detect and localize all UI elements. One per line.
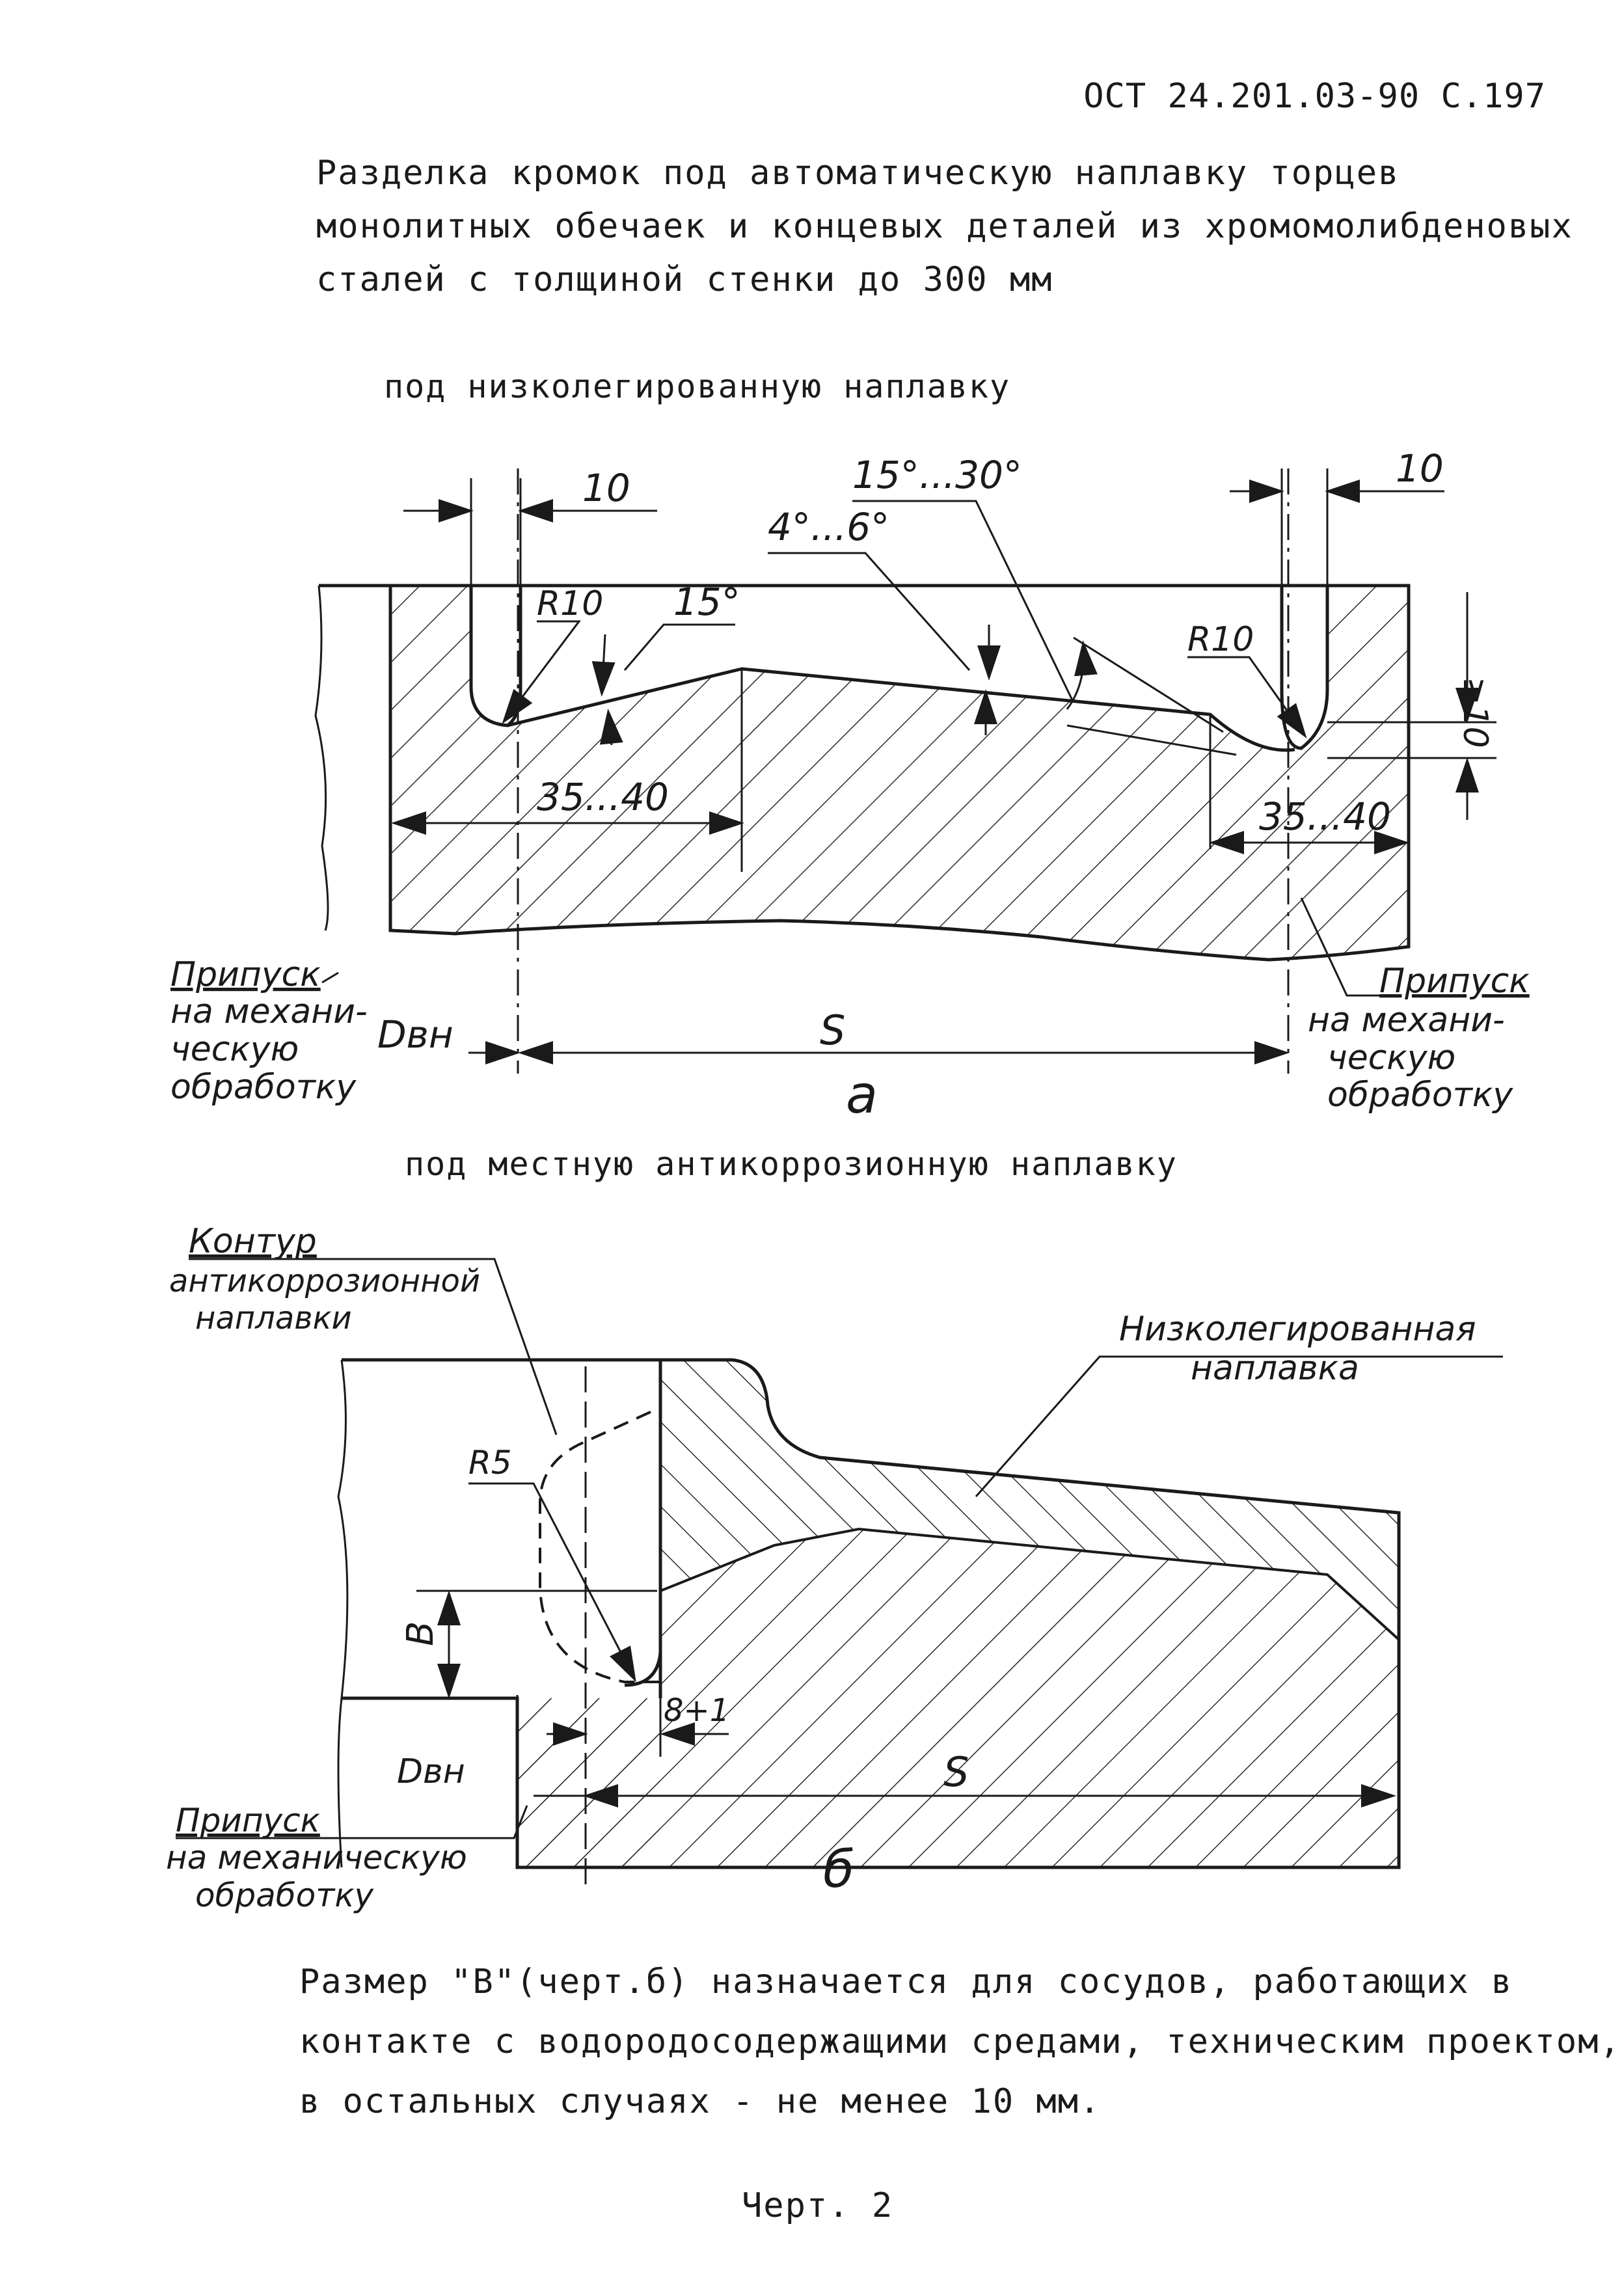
- allowance-left-line-2: на механи-: [170, 992, 368, 1031]
- low-alloy-boundary: [660, 1527, 1400, 1641]
- note: Размер "В"(черт.б) назначается для сосуд…: [299, 1952, 1621, 2132]
- low-alloy-leader: [975, 1355, 1503, 1497]
- figure-caption: Черт. 2: [742, 2186, 894, 2225]
- dim-35-40-right-label: 35...40: [1259, 794, 1391, 839]
- groove-left: [469, 586, 522, 727]
- allowance-b-line-2: на механическую: [166, 1839, 467, 1876]
- r5-leader: [468, 1482, 636, 1683]
- base-metal-hatch-2: [517, 1698, 660, 1867]
- r5-fillet: [624, 1652, 662, 1687]
- figure-a-subtitle: под низколегированную наплавку: [384, 368, 1011, 405]
- allowance-right-line-1: Припуск: [1379, 962, 1530, 1001]
- note-line-1: Размер "В"(черт.б) назначается для сосуд…: [299, 1962, 1513, 2001]
- weld-body-hatch: [390, 586, 1409, 960]
- allowance-left-leader: [321, 971, 339, 984]
- anticorrosion-contour: [539, 1411, 660, 1683]
- allowance-left-line-1: Припуск: [170, 955, 321, 994]
- angle-15-leader: [623, 623, 735, 671]
- title-line-2: монолитных обечаек и концевых деталей из…: [316, 207, 1573, 246]
- contour-leader: [189, 1258, 558, 1435]
- figure-a-letter: а: [846, 1064, 878, 1125]
- r10-right-label: R10: [1187, 620, 1254, 659]
- dbn-label: Dвн: [377, 1012, 453, 1057]
- angle-15-arrow2: [599, 709, 623, 746]
- angle-15-30-leader: [852, 500, 1075, 703]
- break-line-left: [314, 585, 329, 931]
- title-line-1: Разделка кромок под автоматическую напла…: [316, 154, 1400, 193]
- document-code: ОСТ 24.201.03-90 С.197: [1083, 77, 1546, 116]
- r5-label: R5: [468, 1444, 512, 1482]
- allowance-left-line-4: обработку: [170, 1068, 357, 1107]
- angle-15-30-ray2: [1073, 636, 1224, 733]
- angle-4-6-label: 4°...6°: [768, 505, 889, 549]
- allowance-left-line-3: ческую: [170, 1030, 299, 1069]
- break-line-b: [337, 1359, 349, 1868]
- figure-b-letter: б: [823, 1841, 854, 1899]
- outer-contour: [319, 584, 1411, 962]
- low-alloy-label-line-1: Низколегированная: [1119, 1310, 1476, 1349]
- allowance-right-line-4: обработку: [1327, 1076, 1513, 1115]
- figure-a-drawing: 10 10 15°...30° 4°...6° R10 15° R10 ≥10 …: [170, 446, 1530, 1125]
- s-label: S: [820, 1007, 845, 1054]
- note-line-3: в остальных случаях - не менее 10 мм.: [299, 2082, 1102, 2121]
- base-metal-hatch: [517, 1529, 1399, 1867]
- r10-left-label: R10: [537, 584, 603, 623]
- b-label: В: [399, 1621, 442, 1646]
- r10-right-leader: [1187, 656, 1307, 738]
- dim-10-right-label: 10: [1396, 446, 1444, 491]
- contour-label-line-2: антикоррозионной: [169, 1263, 480, 1299]
- allowance-b-line-1: Припуск: [176, 1802, 320, 1839]
- low-alloy-hatch: [660, 1360, 1399, 1640]
- s-b-label: S: [943, 1748, 969, 1796]
- page-title: Разделка кромок под автоматическую напла…: [316, 146, 1573, 306]
- allowance-b-leader: [176, 1805, 528, 1839]
- note-line-2: контакте с водородосодержащими средами, …: [299, 2022, 1621, 2061]
- title-line-3: сталей с толщиной стенки до 300 мм: [316, 260, 1053, 299]
- allowance-right-line-3: ческую: [1327, 1038, 1455, 1077]
- angle-15-arrow1: [591, 634, 616, 697]
- allowance-right-leader: [1300, 897, 1379, 997]
- figure-b-drawing: Контур антикоррозионной наплавки Низколе…: [166, 1222, 1503, 1914]
- angle-15-label: 15°: [673, 580, 740, 624]
- contour-label-line-3: наплавки: [195, 1300, 352, 1336]
- contour-label-line-1: Контур: [189, 1222, 317, 1261]
- dim-ge10-label: ≥10: [1455, 677, 1495, 748]
- angle-15-30-arc: [1066, 640, 1098, 710]
- angle-15-30-ray: [1066, 724, 1237, 756]
- allowance-right-line-2: на механи-: [1308, 1001, 1505, 1040]
- part-contour: [342, 1358, 1401, 1869]
- dim8-label: 8+1: [664, 1692, 729, 1729]
- dbn-b-label: Dвн: [397, 1752, 465, 1791]
- dim-35-40-left-label: 35...40: [537, 775, 669, 819]
- figure-b-subtitle: под местную антикоррозионную наплавку: [405, 1145, 1178, 1183]
- dim-10-left-label: 10: [582, 466, 630, 510]
- allowance-b-line-3: обработку: [195, 1876, 375, 1914]
- angle-4-6-leader: [768, 552, 971, 671]
- r10-left-leader: [502, 620, 582, 724]
- low-alloy-label-line-2: наплавка: [1191, 1349, 1359, 1388]
- angle-15-30-label: 15°...30°: [852, 453, 1022, 497]
